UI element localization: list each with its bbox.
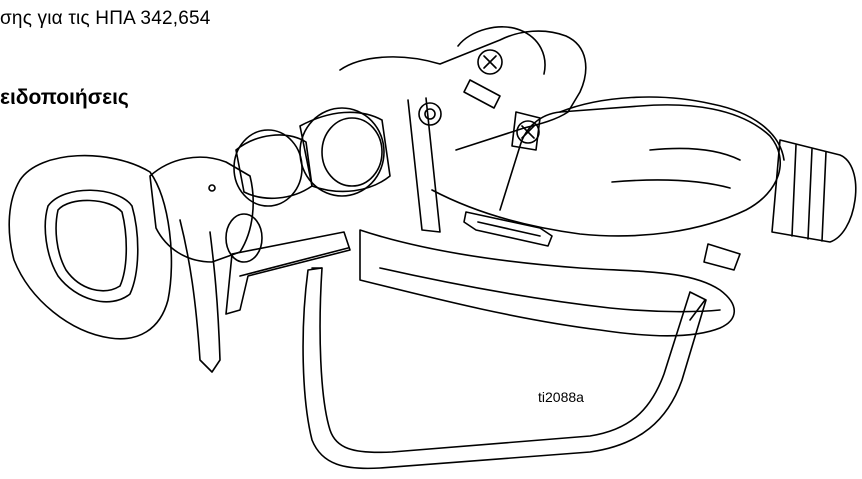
barrel — [299, 111, 391, 193]
tip-guard — [149, 156, 254, 263]
tip-slide — [225, 231, 351, 315]
gun-body — [431, 104, 782, 237]
patent-line: σης για τις ΗΠΑ 342,654 — [0, 8, 211, 29]
tip-handle — [8, 154, 173, 340]
section-heading: ειδοποιήσεις — [0, 86, 129, 109]
trigger-guard — [302, 267, 707, 470]
inlet-fitting — [771, 139, 857, 243]
upper-housing — [339, 30, 587, 151]
safety-tab — [463, 211, 553, 247]
trigger-lever — [359, 229, 736, 337]
figure-label: ti2088a — [538, 389, 584, 405]
